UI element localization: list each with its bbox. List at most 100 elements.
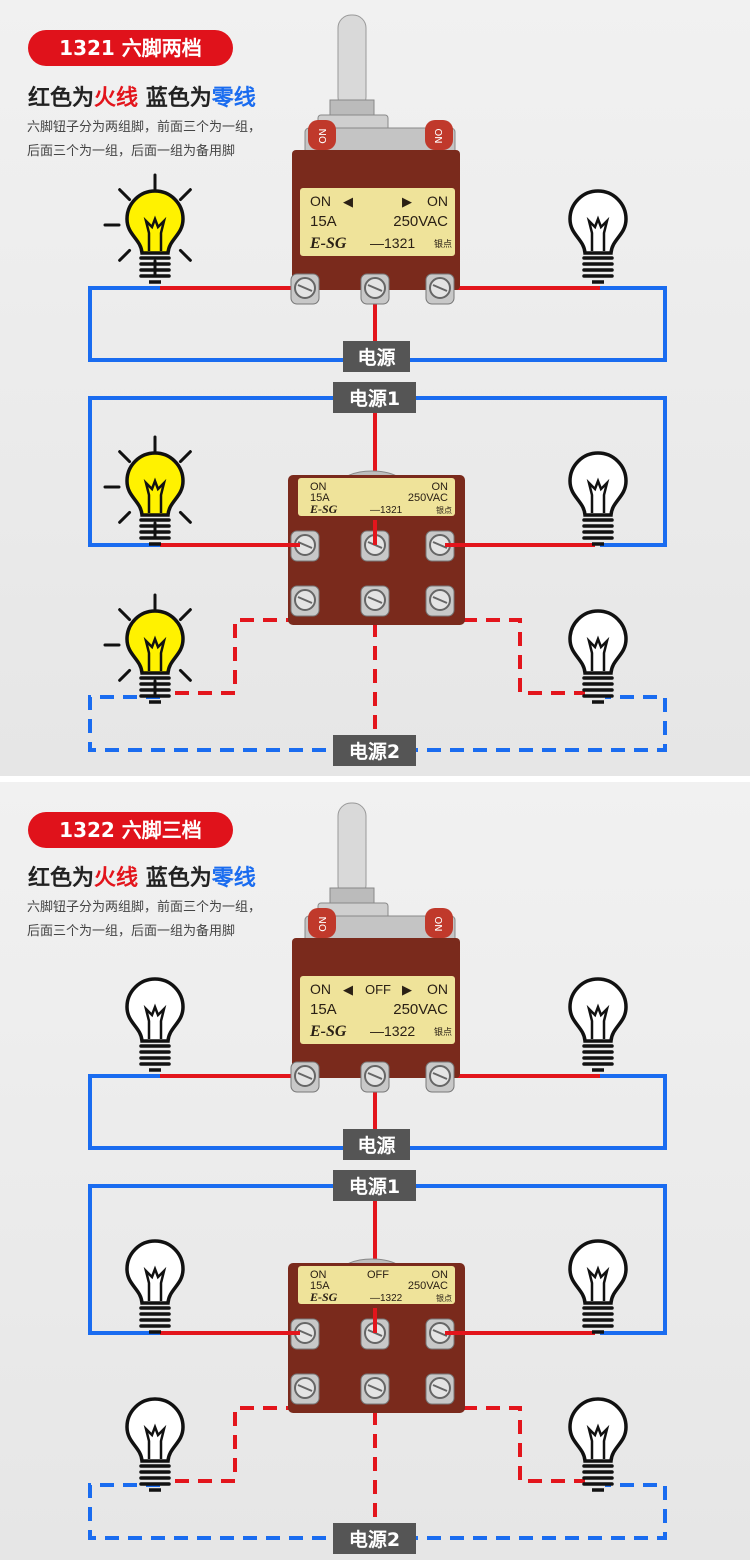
hot-wire-standby [175, 1406, 305, 1483]
switch-label-text: 银点 [434, 1026, 452, 1037]
screw-slot [367, 1384, 383, 1392]
screw-slot [432, 541, 448, 549]
on-stamp-text: ON [432, 128, 443, 143]
on-stamp [308, 908, 336, 938]
screw-slot [367, 596, 383, 604]
power-box [343, 1129, 410, 1160]
color-legend: 红色为火线 蓝色为零线 [28, 80, 256, 112]
description-line: 六脚钮子分为两组脚，前面三个为一组， [27, 120, 262, 135]
legend-hot: 火线 [94, 86, 139, 111]
switch-label-text: OFF [365, 982, 391, 997]
switch-label-plate [298, 1266, 455, 1304]
switch-label-text: ON [432, 1269, 449, 1281]
filament [143, 477, 167, 513]
light-ray [178, 608, 192, 622]
light-ray [178, 188, 192, 202]
filament [586, 635, 610, 671]
power-text: 电源2 [349, 740, 400, 763]
on-stamp-text: ON [318, 916, 329, 931]
legend-neutral: 零线 [211, 86, 256, 111]
power-source-label: 电源2 [333, 1523, 416, 1554]
arrow-right-icon: ▶ [402, 983, 412, 998]
panel-1322: 1322 六脚三档 红色为火线 蓝色为零线 六脚钮子分为两组脚，前面三个为一组，… [0, 782, 750, 1560]
toggle-lever [337, 14, 367, 111]
filament [143, 215, 167, 251]
filament [143, 1003, 167, 1039]
screw-slot [297, 1072, 313, 1080]
switch-label-plate [298, 478, 455, 516]
power-box [333, 735, 416, 766]
bulb-icon [125, 1239, 185, 1334]
power-text: 电源1 [349, 387, 400, 410]
switch-label-text: 15A [310, 492, 330, 504]
legend-text: 蓝色为 [138, 866, 212, 891]
screw-slot [297, 1384, 313, 1392]
power-box [333, 1170, 416, 1201]
screw-slot [432, 1329, 448, 1337]
switch-label-text: 15A [310, 213, 337, 230]
legend-text: 红色为 [28, 866, 95, 891]
filament [143, 1265, 167, 1301]
switch-label-text: —1322 [370, 1023, 415, 1039]
filament [143, 635, 167, 671]
switch-label-text: 15A [310, 1280, 330, 1292]
switch-label-text: ON [310, 1269, 327, 1281]
arrow-left-icon: ◀ [343, 195, 353, 210]
switch-label-plate [300, 188, 455, 256]
light-ray [178, 668, 192, 682]
switch-label-text: 250VAC [408, 1280, 448, 1292]
hot-wire-standby [440, 1406, 585, 1483]
description-line: 后面三个为一组，后面一组为备用脚 [27, 144, 236, 159]
switch-label-text: —1322 [370, 1293, 403, 1304]
bulb-icon [568, 609, 628, 704]
switch-label-text: ON [310, 981, 331, 997]
neutral-wire-standby [88, 1483, 667, 1540]
filament [586, 215, 610, 251]
light-ray [118, 668, 132, 682]
legend-neutral: 零线 [211, 866, 256, 891]
filament [586, 1265, 610, 1301]
bulb-icon [568, 189, 628, 284]
switch-label-text: 250VAC [393, 213, 448, 230]
switch-label-text: 银点 [436, 505, 452, 515]
switch-label-text: ON [310, 481, 327, 493]
switch-label-text: 银点 [434, 238, 452, 249]
lit-bulb-icon [103, 173, 192, 284]
description: 六脚钮子分为两组脚，前面三个为一组，后面三个为一组，后面一组为备用脚 [27, 896, 261, 944]
model-badge: 1322 六脚三档 [28, 812, 233, 848]
screw-slot [297, 1329, 313, 1337]
legend-text: 蓝色为 [138, 86, 212, 111]
light-ray [118, 188, 132, 202]
hot-wire-standby [175, 618, 305, 695]
filament [586, 1423, 610, 1459]
light-ray [118, 450, 132, 464]
on-stamp [308, 120, 336, 150]
screw-slot [297, 541, 313, 549]
arrow-right-icon: ▶ [402, 195, 412, 210]
light-ray [178, 450, 192, 464]
switch-label-text: —1321 [370, 235, 415, 251]
power-text: 电源 [357, 346, 395, 369]
bulb-icon [125, 977, 185, 1072]
switch-label-text: 250VAC [408, 492, 448, 504]
power-source-label: 电源 [343, 341, 410, 372]
power-text: 电源1 [349, 1175, 400, 1198]
switch-label-text: 15A [310, 1001, 337, 1018]
screw-slot [297, 596, 313, 604]
arrow-left-icon: ◀ [343, 983, 353, 998]
screw-slot [297, 284, 313, 292]
light-ray [118, 248, 132, 262]
power-text: 电源 [357, 1134, 395, 1157]
screw-slot [432, 596, 448, 604]
screw-slot [432, 284, 448, 292]
switch-label-text: ON [427, 193, 448, 209]
switch-label-text: 银点 [436, 1293, 452, 1303]
screw-slot [367, 1072, 383, 1080]
switch-label-text: E-SG [309, 502, 338, 516]
legend-text: 红色为 [28, 86, 95, 111]
